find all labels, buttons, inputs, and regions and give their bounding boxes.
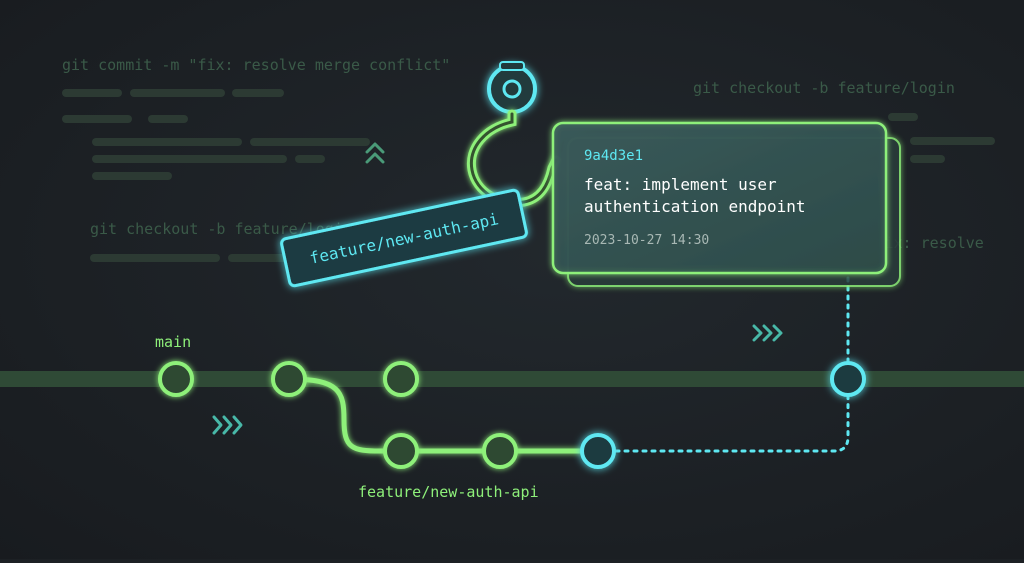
feature-branch-line	[288, 376, 598, 454]
commit-timestamp: 2023-10-27 14:30	[584, 233, 709, 248]
background-code-line: git checkout -b feature/login	[90, 220, 352, 238]
branch-tag[interactable]: feature/new-auth-api	[280, 188, 528, 288]
commit-node[interactable]	[383, 433, 419, 469]
double-chevron-up-icon	[365, 142, 385, 164]
commit-message-line: feat: implement user	[584, 175, 777, 194]
main-branch-label: main	[155, 333, 191, 351]
commit-node[interactable]	[383, 361, 419, 397]
double-chevron-right-icon	[212, 415, 243, 435]
merge-commit-node[interactable]	[830, 361, 866, 397]
background-code-line: git commit -m "fix: resolve merge confli…	[62, 56, 450, 74]
commit-node[interactable]	[158, 361, 194, 397]
background-code-line: git checkout -b feature/login	[693, 79, 955, 97]
feature-branch-label: feature/new-auth-api	[358, 483, 539, 501]
commit-node[interactable]	[482, 433, 518, 469]
merge-path-dotted	[614, 394, 850, 453]
commit-hash: 9a4d3e1	[584, 148, 643, 164]
commit-card[interactable]: 9a4d3e1 feat: implement user authenticat…	[551, 121, 888, 275]
commit-node-head[interactable]	[580, 433, 616, 469]
crane-hook-icon[interactable]	[466, 0, 561, 208]
commit-message-line: authentication endpoint	[584, 197, 806, 216]
double-chevron-right-icon	[752, 324, 783, 342]
commit-node[interactable]	[271, 361, 307, 397]
